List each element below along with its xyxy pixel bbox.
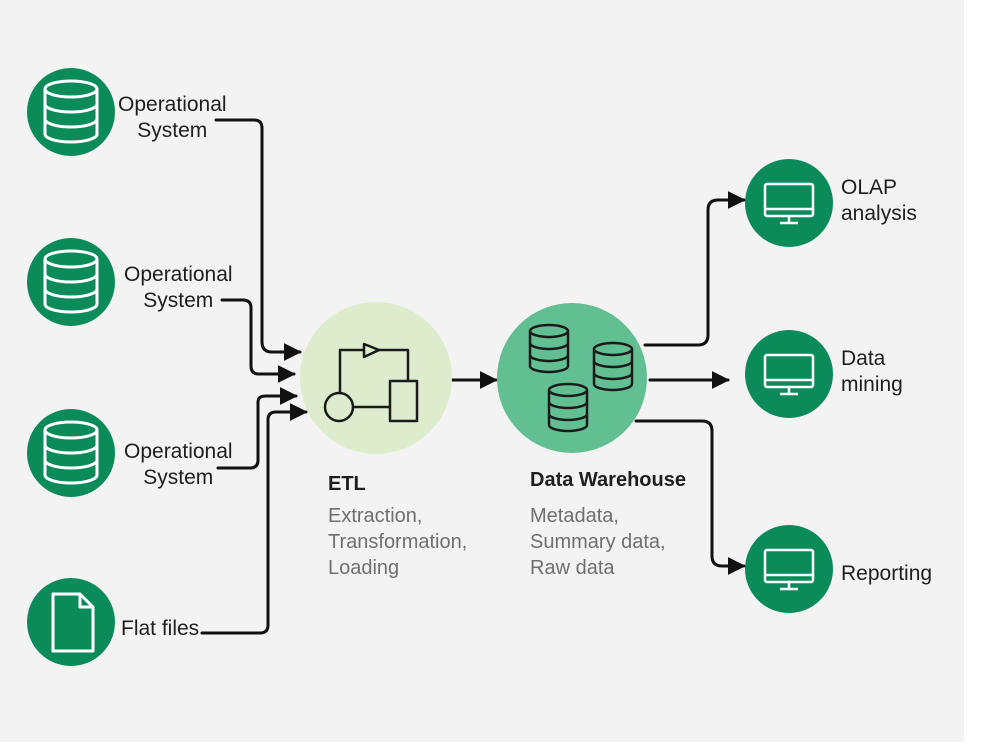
etl-node (300, 302, 452, 454)
file-icon (51, 592, 95, 653)
connector-source-4-to-etl (200, 403, 308, 635)
warehouse-description: Metadata, Summary data, Raw data (530, 505, 666, 579)
connector-source-1-to-etl (214, 118, 302, 361)
database-cluster-icon (528, 323, 634, 433)
database-icon (43, 79, 99, 144)
connector-source-3-to-etl (216, 387, 298, 470)
output-label-3: Reporting (841, 562, 933, 585)
monitor-icon (763, 353, 815, 396)
source-node-3 (27, 409, 115, 497)
source-label-3: Operational System (124, 440, 233, 489)
process-flow-icon (323, 342, 419, 423)
connector-source-2-to-etl (220, 298, 296, 383)
output-node-2 (745, 330, 833, 418)
output-label-1: OLAP analysis (841, 176, 917, 225)
output-label-2: Data mining (841, 347, 903, 396)
monitor-icon (763, 548, 815, 591)
connectors (200, 118, 746, 635)
output-node-3 (745, 525, 833, 613)
source-node-2 (27, 238, 115, 326)
connector-warehouse-to-olap (643, 191, 746, 347)
source-label-2: Operational System (124, 263, 233, 312)
connector-warehouse-to-reporting (634, 419, 746, 575)
source-label-4: Flat files (121, 617, 200, 640)
output-node-1 (745, 159, 833, 247)
source-label-1: Operational System (118, 93, 227, 142)
monitor-icon (763, 182, 815, 225)
database-icon (43, 249, 99, 314)
etl-title: ETL (328, 473, 366, 495)
source-node-4 (27, 578, 115, 666)
diagram-graphics (27, 68, 833, 666)
warehouse-node (497, 303, 647, 453)
diagram-canvas: Operational System Operational System Op… (0, 0, 964, 742)
source-node-1 (27, 68, 115, 156)
warehouse-title: Data Warehouse (530, 469, 686, 491)
etl-description: Extraction, Transformation, Loading (328, 505, 468, 579)
database-icon (43, 420, 99, 485)
